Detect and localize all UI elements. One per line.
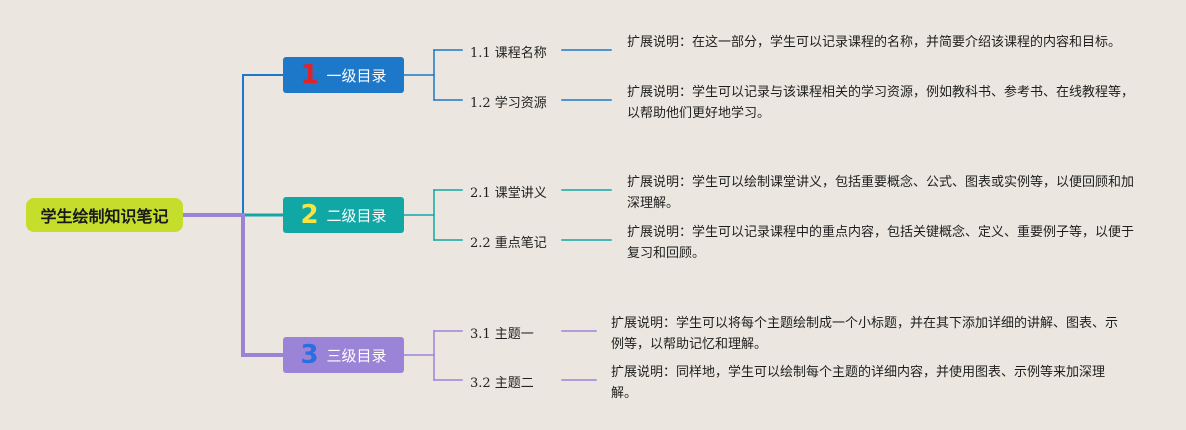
note-2-1: 扩展说明：学生可以绘制课堂讲义，包括重要概念、公式、图表或实例等，以便回顾和加深… — [627, 175, 1135, 211]
note-2-2: 扩展说明：学生可以记录课程中的重点内容，包括关键概念、定义、重要例子等，以便于复… — [627, 225, 1135, 261]
branch-number-2: 2 — [300, 200, 319, 230]
subtopic-2-2[interactable]: 2.2 重点笔记 — [470, 236, 547, 251]
subtopic-3-2[interactable]: 3.2 主题二 — [470, 376, 534, 391]
branch-number-3: 3 — [300, 340, 319, 370]
branch-topic-1[interactable]: 1 一级目录 — [283, 57, 404, 93]
branch-topic-2[interactable]: 2 二级目录 — [283, 197, 404, 233]
subtopic-1-2[interactable]: 1.2 学习资源 — [470, 96, 547, 111]
branch-label-2: 二级目录 — [326, 206, 387, 225]
subtopic-1-1[interactable]: 1.1 课程名称 — [470, 46, 547, 61]
subtopic-3-1[interactable]: 3.1 主题一 — [470, 327, 534, 342]
root-topic[interactable]: 学生绘制知识笔记 — [26, 198, 183, 232]
branch-label-1: 一级目录 — [326, 66, 387, 85]
note-1-2: 扩展说明：学生可以记录与该课程相关的学习资源，例如教科书、参考书、在线教程等，以… — [627, 85, 1135, 121]
root-topic-label: 学生绘制知识笔记 — [40, 207, 169, 226]
branch-label-3: 三级目录 — [326, 346, 387, 365]
branch-topic-3[interactable]: 3 三级目录 — [283, 337, 404, 373]
note-3-2: 扩展说明：同样地，学生可以绘制每个主题的详细内容，并使用图表、示例等来加深理解。 — [611, 365, 1106, 401]
note-1-1: 扩展说明：在这一部分，学生可以记录课程的名称，并简要介绍该课程的内容和目标。 — [627, 35, 1122, 50]
subtopic-2-1[interactable]: 2.1 课堂讲义 — [470, 186, 547, 201]
note-3-1: 扩展说明：学生可以将每个主题绘制成一个小标题，并在其下添加详细的讲解、图表、示例… — [611, 316, 1119, 352]
branch-number-1: 1 — [300, 60, 319, 90]
